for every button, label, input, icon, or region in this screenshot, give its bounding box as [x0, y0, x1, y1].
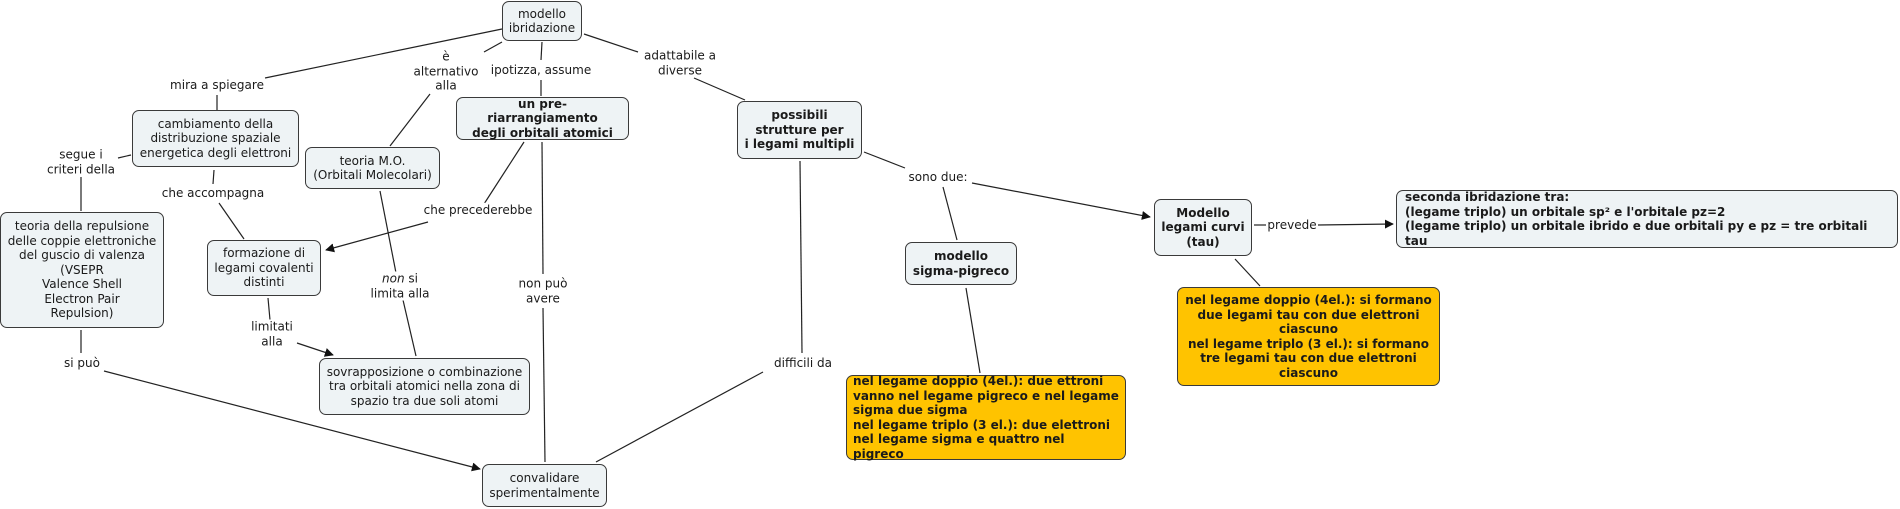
edge	[267, 297, 271, 321]
edge	[942, 186, 958, 241]
edge	[103, 370, 481, 472]
edge	[583, 33, 639, 53]
concept-modello-legami-curvi[interactable]: Modello legami curvi (tau)	[1154, 199, 1252, 256]
concept-seconda-ibridazione[interactable]: seconda ibridazione tra: (legame triplo)…	[1396, 190, 1898, 248]
link-non-si-limita-alla[interactable]: non si limita alla	[369, 271, 431, 301]
edge	[379, 190, 398, 279]
link-sono-due[interactable]: sono due:	[907, 169, 969, 185]
link-segue-i-criteri[interactable]: segue i criteri della	[45, 147, 117, 177]
edge	[965, 287, 981, 374]
link-che-accompagna[interactable]: che accompagna	[160, 185, 266, 201]
edge	[541, 141, 544, 275]
concept-possibili-strutture[interactable]: possibili strutture per i legami multipl…	[737, 101, 862, 159]
link-non-si-limita-text: si limita alla	[370, 271, 430, 301]
edge	[389, 93, 431, 147]
concept-vsepr[interactable]: teoria della repulsione delle coppie ele…	[0, 212, 164, 328]
edge	[325, 221, 429, 253]
link-e-alternativo-alla[interactable]: è alternativo alla	[412, 49, 480, 93]
concept-cambiamento-distribuzione[interactable]: cambiamento della distribuzione spaziale…	[132, 110, 299, 167]
link-difficili-da[interactable]: difficili da	[773, 355, 833, 371]
concept-legami-curvi-description[interactable]: nel legame doppio (4el.): si formano due…	[1177, 287, 1440, 386]
concept-convalidare[interactable]: convalidare sperimentalmente	[482, 464, 607, 507]
edge	[212, 169, 215, 185]
link-ipotizza-assume[interactable]: ipotizza, assume	[489, 62, 593, 78]
link-mira-a-spiegare[interactable]: mira a spiegare	[169, 77, 265, 93]
edge	[595, 371, 764, 463]
edge	[971, 182, 1151, 220]
edge	[799, 160, 803, 354]
link-che-precederebbe[interactable]: che precederebbe	[422, 202, 534, 218]
edge	[693, 77, 746, 101]
edge	[296, 342, 334, 357]
concept-teoria-mo[interactable]: teoria M.O. (Orbitali Molecolari)	[305, 147, 440, 189]
concept-sigma-pigreco-description[interactable]: nel legame doppio (4el.): due ettroni va…	[846, 374, 1126, 461]
link-adattabile-a-diverse[interactable]: adattabile a diverse	[643, 48, 717, 78]
edge	[542, 307, 546, 463]
link-non-emphasis: non	[382, 271, 405, 286]
link-non-puo-avere[interactable]: non può avere	[517, 276, 569, 306]
edge	[1234, 258, 1261, 287]
link-limitati-alla[interactable]: limitati alla	[250, 319, 294, 349]
link-si-puo[interactable]: si può	[63, 355, 101, 371]
concept-pre-riarrangiamento[interactable]: un pre-riarrangiamento degli orbitali at…	[456, 97, 629, 140]
concept-formazione-legami[interactable]: formazione di legami covalenti distinti	[207, 240, 321, 296]
edge	[402, 299, 417, 357]
edge	[540, 41, 543, 61]
edge	[1317, 219, 1394, 229]
concept-sovrapposizione[interactable]: sovrapposizione o combinazione tra orbit…	[319, 358, 530, 415]
edge	[117, 154, 132, 159]
edge	[483, 41, 503, 53]
edge	[483, 141, 525, 205]
link-prevede[interactable]: prevede	[1266, 217, 1318, 233]
concept-modello-sigma-pigreco[interactable]: modello sigma-pigreco	[905, 242, 1017, 285]
concept-modello-ibridazione[interactable]: modello ibridazione	[502, 1, 582, 41]
edge	[218, 202, 245, 240]
edge	[264, 28, 503, 79]
edge	[863, 151, 906, 169]
